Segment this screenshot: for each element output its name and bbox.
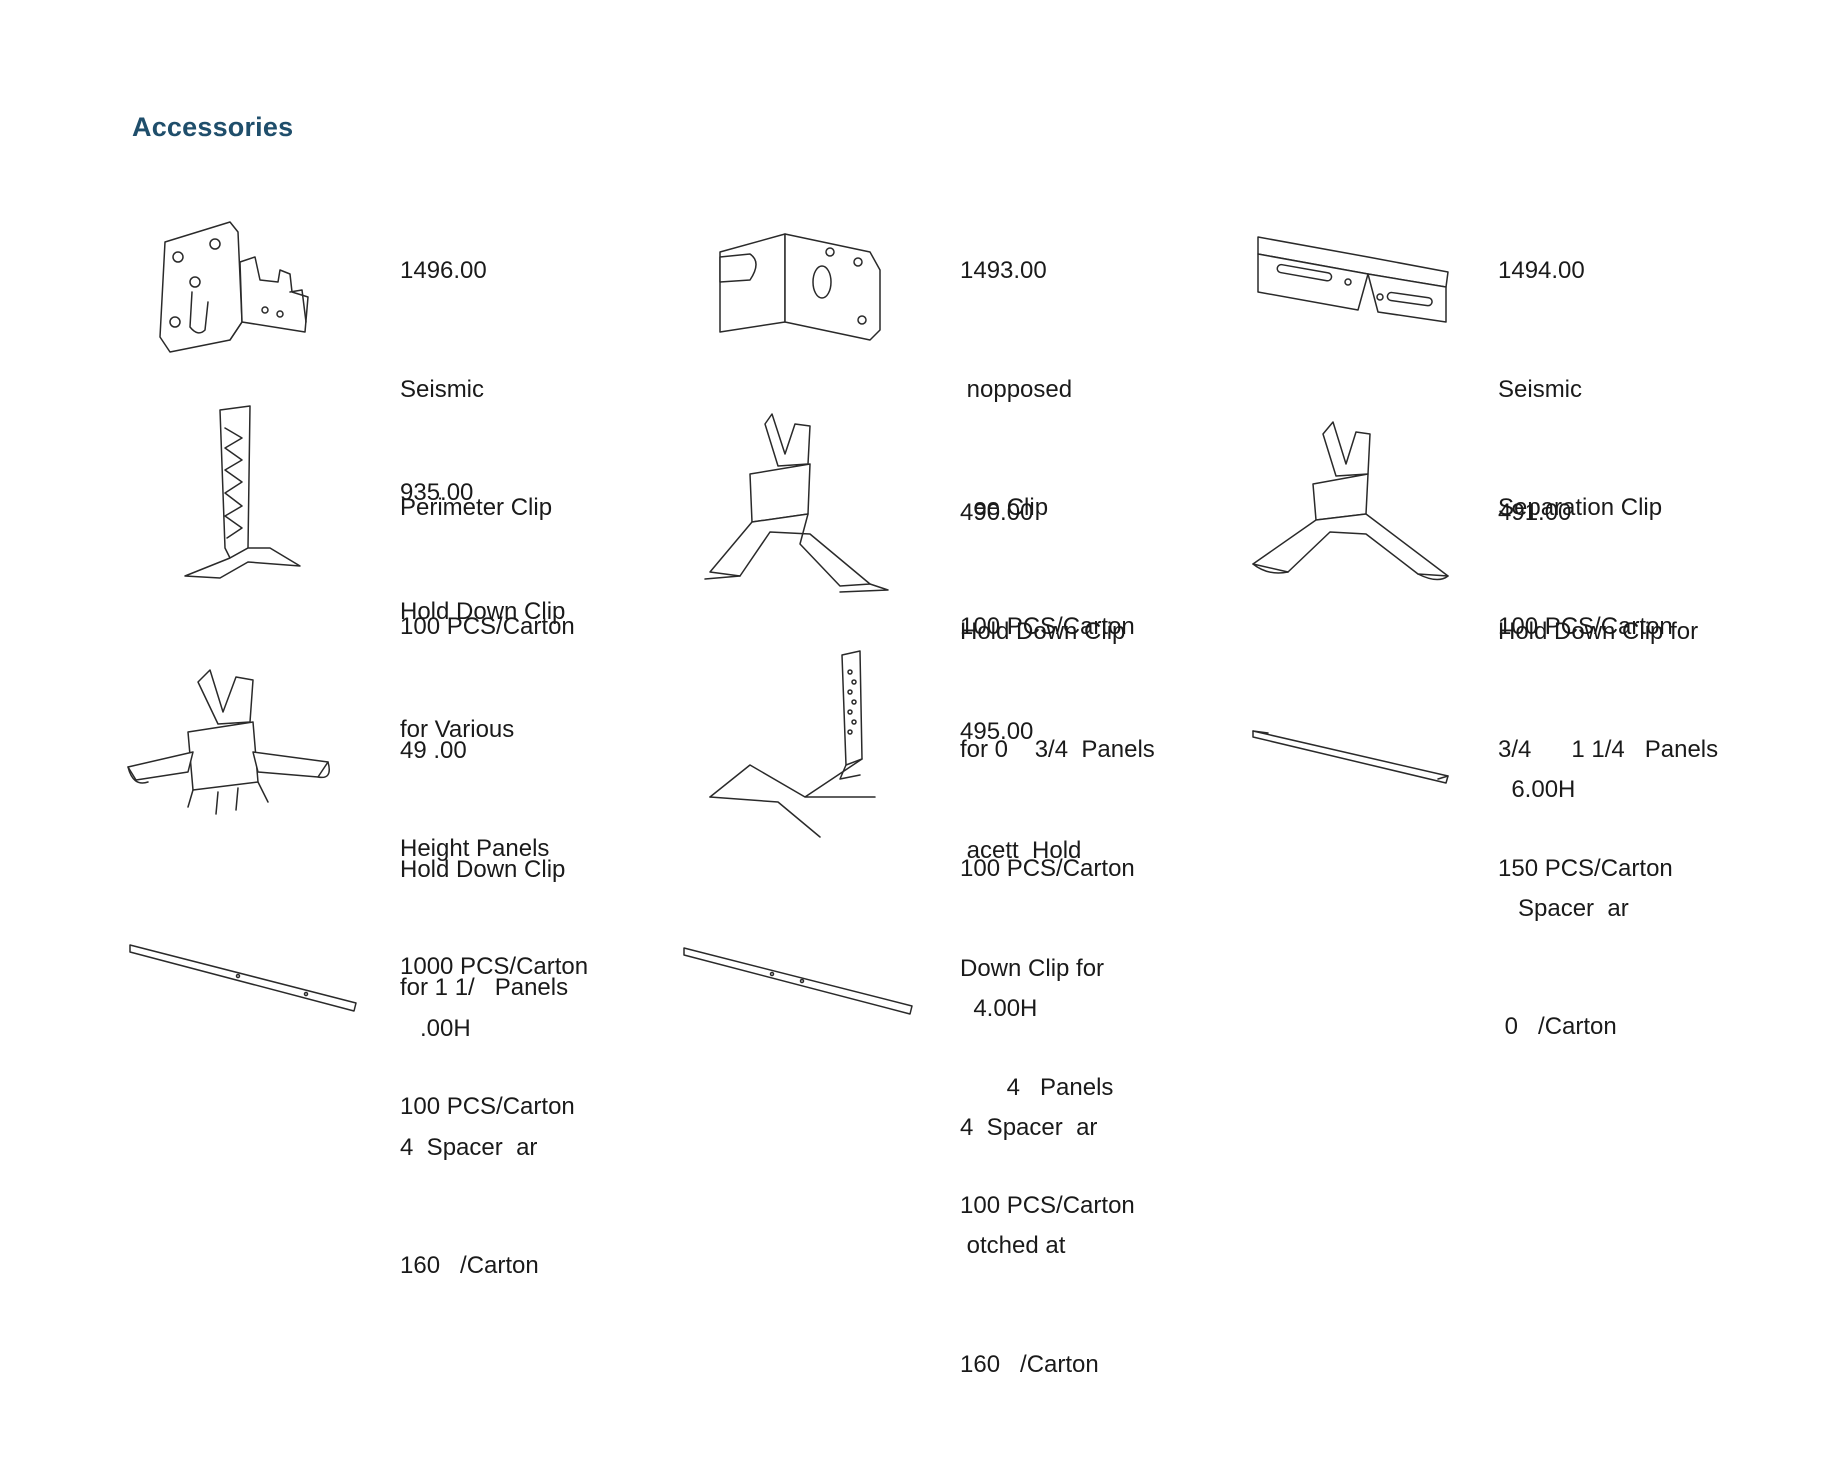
page-title: Accessories (132, 112, 294, 142)
product-text: 4.00H 4 Spacer ar otched at 160 /Carton (960, 910, 1099, 1463)
seismic-perimeter-clip-icon (130, 182, 390, 422)
product-line: 4 Spacer ar (400, 1133, 538, 1161)
product-line: 490.00 (960, 499, 1034, 526)
product-line: 1496.00 (400, 257, 487, 284)
product-line: for Various (400, 716, 515, 743)
product-line: Seismic (1498, 375, 1583, 403)
product-text: 1493.00 nopposed ee Clip 100 PCS/Carton (960, 172, 1135, 725)
product-card: 495.00 acett Hold Down Clip for 4 Panels… (690, 633, 1250, 1219)
product-text: 490.00 Hold Down Clip for 0 3/4 Panels 1… (960, 414, 1155, 967)
product-line: 100 PCS/Carton (960, 612, 1135, 640)
product-line: 1000 PCS/Carton (400, 953, 589, 980)
product-text: 1494.00 Seismic Separation Clip 100 PCS/… (1498, 172, 1673, 725)
product-line: Hold Down Clip (960, 617, 1126, 645)
product-line: 1494.00 (1498, 257, 1585, 284)
product-line: for 0 3/4 Panels (960, 736, 1155, 763)
product-card: 6.00H Spacer ar 0 /Carton (1228, 691, 1788, 1040)
product-text: 6.00H Spacer ar 0 /Carton (1498, 691, 1629, 1126)
product-text: 935.00 Hold Down Clip for Various Height… (400, 394, 588, 1066)
product-line: 160 /Carton (960, 1350, 1099, 1378)
product-line: Height Panels (400, 834, 550, 862)
product-line: Perimeter Clip (400, 494, 553, 521)
product-line: 150 PCS/Carton (1498, 854, 1673, 882)
product-card: .00H 4 Spacer ar 160 /Carton (129, 930, 690, 1279)
product-line: 935.00 (400, 479, 474, 506)
product-line: .00H (400, 1015, 471, 1042)
product-line: Hold Down Clip for (1498, 617, 1699, 645)
hold-down-clip-various-icon (130, 378, 390, 618)
product-line: Separation Clip (1498, 494, 1663, 521)
product-card: 49 .00 Hold Down Clip for 1 1/ Panels 10… (127, 652, 690, 1120)
product-line: 100 PCS/Carton (400, 612, 575, 640)
product-line: nopposed (960, 375, 1073, 403)
product-card: 490.00 Hold Down Clip for 0 3/4 Panels 1… (690, 413, 1250, 882)
spacer-bar-notched-icon (682, 890, 942, 1130)
product-line: for 1 1/ Panels (400, 974, 569, 1001)
product-card: 491.00 Hold Down Clip for 3/4 1 1/4 Pane… (1228, 414, 1788, 882)
product-line: Down Clip for (960, 955, 1105, 982)
product-card: 1494.00 Seismic Separation Clip 100 PCS/… (1228, 172, 1788, 640)
product-line: 491.00 (1498, 499, 1572, 526)
product-text: 491.00 Hold Down Clip for 3/4 1 1/4 Pane… (1498, 414, 1718, 967)
product-line: 49 .00 (400, 737, 467, 764)
product-line: Seismic (400, 375, 485, 403)
product-line: 100 PCS/Carton (400, 1092, 575, 1120)
product-line: Hold Down Clip (400, 855, 566, 883)
product-line: 0 /Carton (1498, 1013, 1617, 1040)
product-line: 1493.00 (960, 257, 1047, 284)
product-text: .00H 4 Spacer ar 160 /Carton (400, 930, 539, 1365)
product-line: 100 PCS/Carton (960, 854, 1135, 882)
product-text: 49 .00 Hold Down Clip for 1 1/ Panels 10… (400, 652, 575, 1205)
product-card: 1493.00 nopposed ee Clip 100 PCS/Carton (690, 172, 1250, 640)
product-line: 100 PCS/Carton (1498, 612, 1673, 640)
unopposed-tee-clip-icon (690, 182, 950, 422)
product-line: 4 Panels (960, 1073, 1114, 1101)
product-line: 160 /Carton (400, 1252, 539, 1279)
product-card: 4.00H 4 Spacer ar otched at 160 /Carton (683, 910, 1250, 1378)
product-line: ee Clip (960, 494, 1049, 521)
product-card: 935.00 Hold Down Clip for Various Height… (130, 394, 690, 980)
facett-hold-down-clip-icon (690, 637, 950, 877)
product-line: 3/4 1 1/4 Panels (1498, 736, 1719, 763)
product-line: 4.00H (960, 995, 1038, 1022)
hold-down-clip-49-icon (118, 632, 378, 872)
spacer-bar-short-icon (1248, 671, 1508, 911)
spacer-bar-long-icon (128, 895, 388, 1135)
product-card: 1496.00 Seismic Perimeter Clip 100 PCS/C… (130, 172, 690, 640)
product-line: 4 Spacer ar (960, 1113, 1098, 1141)
product-line: 495.00 (960, 718, 1034, 745)
seismic-separation-clip-icon (1248, 182, 1508, 422)
product-line: Spacer ar (1498, 894, 1629, 922)
product-line: Hold Down Clip (400, 597, 566, 625)
product-line: otched at (960, 1232, 1066, 1259)
hold-down-clip-491-icon (1248, 384, 1508, 624)
product-text: 1496.00 Seismic Perimeter Clip 100 PCS/C… (400, 172, 575, 725)
hold-down-clip-490-icon (690, 384, 950, 624)
product-line: 6.00H (1498, 776, 1576, 803)
product-line: acett Hold (960, 836, 1082, 864)
